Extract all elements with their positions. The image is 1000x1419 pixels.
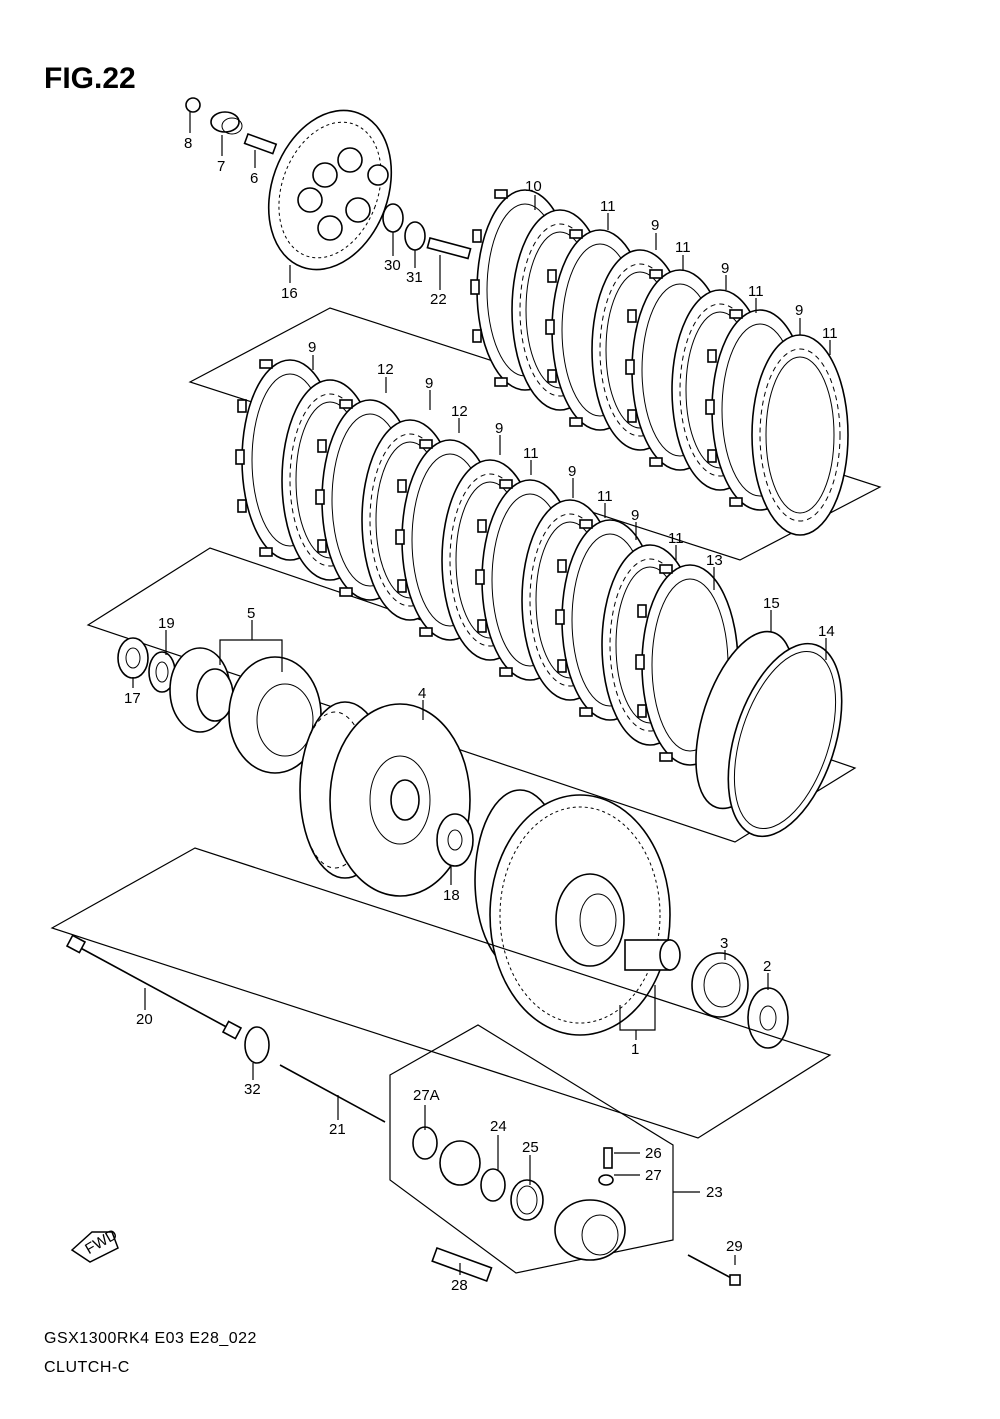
- callout-25: 25: [522, 1139, 539, 1156]
- callout-8: 8: [184, 135, 192, 152]
- callout-22: 22: [430, 291, 447, 308]
- callout-9-g: 9: [568, 463, 576, 480]
- callout-9-f: 9: [495, 420, 503, 437]
- pushrod-20: [74, 944, 233, 1031]
- washer-30: [382, 203, 404, 233]
- callout-27A: 27A: [413, 1087, 440, 1104]
- callout-26: 26: [645, 1145, 662, 1162]
- pressure-plate-group: [185, 97, 472, 271]
- hub-parts-group: [117, 637, 322, 774]
- pushrod-22: [426, 237, 472, 260]
- bolt-29: [687, 1254, 736, 1281]
- leader-lines: [132, 112, 831, 1275]
- callout-17: 17: [124, 690, 141, 707]
- fwd-arrow-icon: FWD: [70, 1226, 121, 1263]
- callout-27: 27: [645, 1167, 662, 1184]
- callout-21: 21: [329, 1121, 346, 1138]
- plate-stack-panel-middle: [86, 547, 857, 843]
- spring-7: [210, 111, 240, 133]
- pushrod-21: [279, 1064, 386, 1123]
- figure-title: FIG.22: [44, 62, 136, 95]
- slave-cylinder-group: [412, 1126, 741, 1286]
- callout-11-f: 11: [597, 488, 613, 505]
- callout-labels: 8 7 6 16 30 31 22 10 11 9 11 9 11 9 11 9…: [124, 135, 838, 1294]
- callout-2: 2: [763, 958, 771, 975]
- callout-11-d: 11: [822, 325, 838, 342]
- piston-24: [439, 1140, 481, 1186]
- callout-12-a: 12: [377, 361, 394, 378]
- callout-12-b: 12: [451, 403, 468, 420]
- callout-14: 14: [818, 623, 835, 640]
- callout-9-b: 9: [721, 260, 729, 277]
- callout-10: 10: [525, 178, 542, 195]
- pushrod-20-group: [65, 934, 386, 1123]
- bolt-8: [185, 97, 201, 113]
- callout-23: 23: [706, 1184, 723, 1201]
- plate-stack-middle: [235, 359, 843, 838]
- spring-25: [510, 1179, 544, 1221]
- oil-seal-32: [244, 1026, 270, 1064]
- callout-13: 13: [706, 552, 723, 569]
- seal-27A: [412, 1126, 438, 1160]
- callout-11-g: 11: [668, 530, 684, 547]
- callout-24: 24: [490, 1118, 507, 1135]
- callout-18: 18: [443, 887, 460, 904]
- callout-11-c: 11: [748, 283, 764, 300]
- callout-1: 1: [631, 1041, 639, 1058]
- callout-7: 7: [217, 158, 225, 175]
- washer-18: [436, 813, 474, 867]
- nut-17: [117, 637, 149, 679]
- callout-4: 4: [418, 685, 426, 702]
- callout-9-a: 9: [651, 217, 659, 234]
- callout-3: 3: [720, 935, 728, 952]
- bearing-31: [404, 221, 426, 251]
- callout-9-h: 9: [631, 507, 639, 524]
- callout-5: 5: [247, 605, 255, 622]
- cap-27: [598, 1174, 614, 1186]
- callout-16: 16: [281, 285, 298, 302]
- clutch-sleeve-hub-4: [299, 701, 474, 897]
- callout-15: 15: [763, 595, 780, 612]
- callout-32: 32: [244, 1081, 261, 1098]
- pin-6: [243, 132, 278, 155]
- gear-panel-lower: [50, 847, 832, 1139]
- callout-28: 28: [451, 1277, 468, 1294]
- callout-29: 29: [726, 1238, 743, 1255]
- callout-11-e: 11: [523, 445, 539, 462]
- callout-30: 30: [384, 257, 401, 274]
- callout-11-a: 11: [600, 198, 616, 215]
- callout-11-b: 11: [675, 239, 691, 256]
- slave-cylinder-panel: [389, 1024, 674, 1274]
- seal-24: [480, 1168, 506, 1202]
- callout-31: 31: [406, 269, 423, 286]
- callout-20: 20: [136, 1011, 153, 1028]
- bleeder-26: [603, 1147, 613, 1169]
- primary-driven-gear-1: [474, 789, 789, 1049]
- group-name: CLUTCH-C: [44, 1359, 130, 1376]
- callout-6: 6: [250, 170, 258, 187]
- spring-ring-14: [727, 642, 843, 838]
- callout-9-e: 9: [425, 375, 433, 392]
- model-code: GSX1300RK4 E03 E28_022: [44, 1330, 257, 1347]
- callout-9-d: 9: [308, 339, 316, 356]
- slave-cylinder-body: [554, 1199, 626, 1261]
- callout-19: 19: [158, 615, 175, 632]
- callout-9-c: 9: [795, 302, 803, 319]
